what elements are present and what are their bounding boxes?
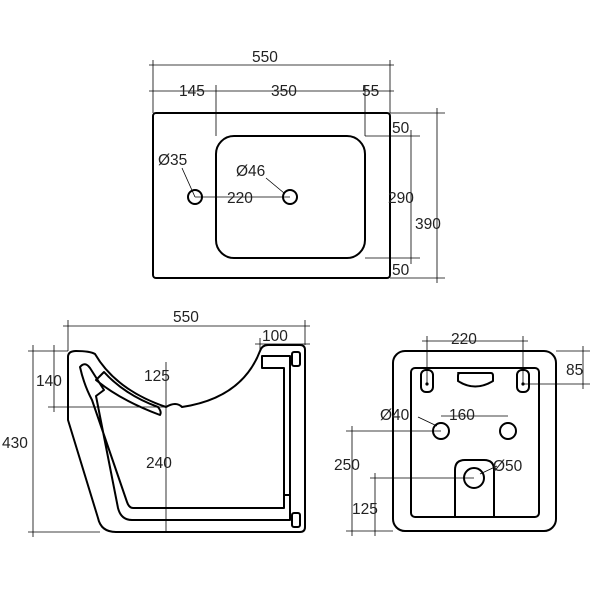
side-view: 550 100 140 430 125 240 (2, 309, 310, 537)
side-view-rear-slot (291, 351, 301, 367)
dim-margin-bottom: 50 (392, 262, 410, 279)
side-view-rear-channel (261, 355, 291, 496)
dim-rear-thickness: 100 (262, 328, 288, 345)
top-view: 550 145 350 55 50 290 390 50 Ø35 Ø46 220 (149, 49, 445, 283)
supply-hole-right (499, 422, 517, 440)
side-view-rim-curve (95, 371, 162, 416)
dim-rim-depth: 140 (36, 373, 62, 390)
dim-supply-diameter: Ø40 (380, 407, 410, 424)
dim-side-width: 550 (173, 309, 199, 326)
dim-tap-hole: Ø35 (158, 152, 187, 169)
side-view-inner-cavity (79, 363, 291, 521)
rear-view-outline (392, 350, 557, 532)
side-view-foot-slot (291, 512, 301, 528)
dim-height-bowl: 290 (388, 190, 414, 207)
dim-height-total: 390 (415, 216, 441, 233)
dim-width-right: 55 (362, 83, 379, 100)
rear-view: 220 85 Ø40 160 250 Ø50 125 (334, 331, 590, 536)
dim-width-left: 145 (179, 83, 205, 100)
dim-margin-top: 50 (392, 120, 410, 137)
dim-side-height: 430 (2, 435, 28, 452)
dim-rim-offset: 125 (144, 368, 170, 385)
dim-waste-hole: Ø46 (236, 163, 265, 180)
dim-width-total: 550 (252, 49, 278, 66)
dim-fixing-height: 85 (566, 362, 583, 379)
dim-supply-height: 250 (334, 457, 360, 474)
dim-waste-diameter: Ø50 (493, 458, 523, 475)
overflow-opening (457, 372, 494, 388)
dim-fixing-spacing: 220 (451, 331, 477, 348)
dim-supply-spacing: 160 (449, 407, 475, 424)
dim-hole-spacing: 220 (227, 190, 253, 207)
dim-bowl-height: 240 (146, 455, 172, 472)
top-view-outline (152, 112, 391, 279)
rear-inner-panel (410, 367, 540, 518)
side-view-outline (67, 344, 306, 533)
dim-width-bowl: 350 (271, 83, 297, 100)
waste-recess (454, 459, 495, 518)
dim-waste-height: 125 (352, 501, 378, 518)
